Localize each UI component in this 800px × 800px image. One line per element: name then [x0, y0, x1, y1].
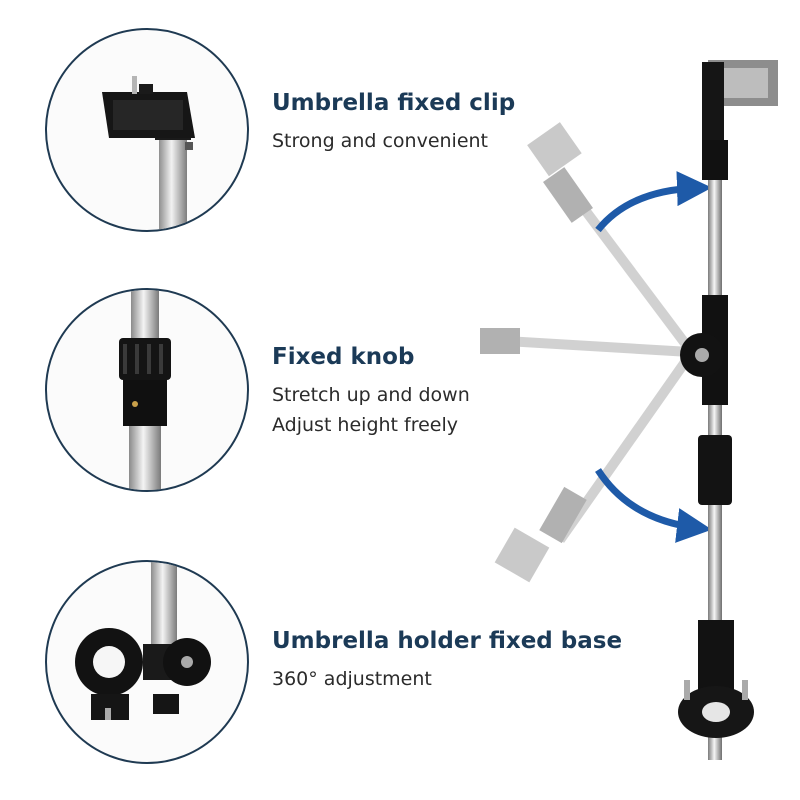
feature-knob: Fixed knob Stretch up and down Adjust he… — [272, 344, 470, 440]
feature-line: Adjust height freely — [272, 414, 459, 436]
feature-title: Fixed knob — [272, 344, 415, 370]
feature-base: Umbrella holder fixed base 360° adjustme… — [272, 628, 622, 694]
arrow-down-icon — [595, 468, 712, 543]
feature-line: Stretch up and down — [272, 384, 470, 406]
ghost-arm-middle — [418, 290, 691, 357]
detail-circle-clip — [45, 28, 249, 232]
feature-title: Umbrella fixed clip — [272, 90, 516, 116]
feature-line: 360° adjustment — [272, 668, 432, 690]
clip-photo — [102, 76, 195, 230]
knob-photo — [119, 290, 171, 490]
umbrella-holder-illustration — [418, 40, 780, 780]
feature-clip: Umbrella fixed clip Strong and convenien… — [272, 90, 515, 156]
ghost-arm-lower — [494, 352, 695, 583]
arrow-up-icon — [595, 171, 712, 233]
feature-line: Strong and convenient — [272, 130, 489, 152]
feature-title: Umbrella holder fixed base — [272, 628, 623, 654]
ghost-arm-upper — [527, 122, 694, 353]
product-photo — [418, 60, 778, 760]
detail-circle-base — [45, 560, 249, 764]
detail-circle-knob — [45, 288, 249, 492]
base-photo — [75, 562, 211, 720]
